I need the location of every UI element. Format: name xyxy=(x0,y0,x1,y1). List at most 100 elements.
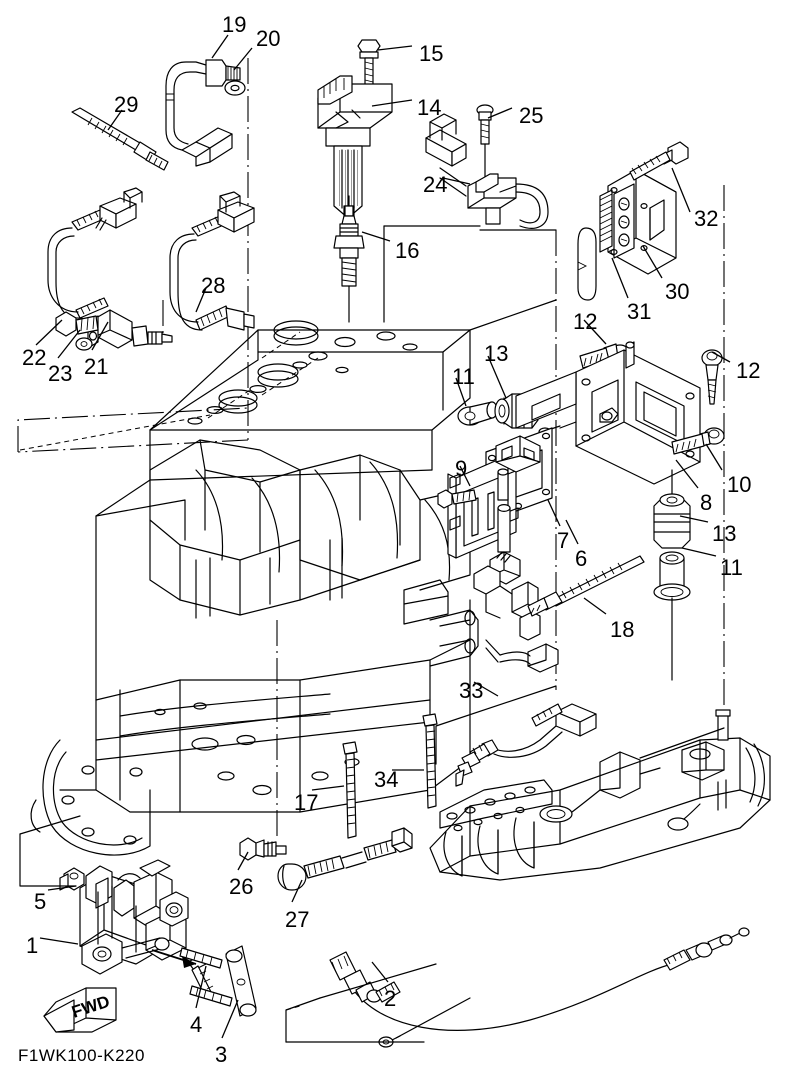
leader-21 xyxy=(91,321,109,351)
part-29-band-screw xyxy=(71,107,169,171)
leader-12a xyxy=(583,319,607,345)
callout-3-bracket-stay: 3 xyxy=(215,1042,228,1067)
leader-32 xyxy=(671,167,691,213)
callout-1-throttle-body-assembly: 1 xyxy=(26,933,39,958)
part-14-ignition-coil xyxy=(317,75,393,235)
callout-20-washer: 20 xyxy=(256,26,281,51)
exhaust-manifold xyxy=(429,709,771,881)
leader-2 xyxy=(371,961,389,983)
callout-33-oxygen-sensor: 33 xyxy=(459,678,484,703)
part-28-crank-position-sensor xyxy=(169,191,255,331)
engine-block-assembly xyxy=(30,320,479,856)
callout-13-damper-mount: 13 xyxy=(712,521,737,546)
leader-11b xyxy=(681,547,717,557)
leader-3 xyxy=(221,999,239,1039)
callout-5-bolt: 5 xyxy=(34,889,47,914)
callout-29-band-screw: 29 xyxy=(114,92,139,117)
part-11-grommet-a xyxy=(457,401,498,426)
part-25-bolt xyxy=(476,104,494,197)
part-19-thermo-sensor xyxy=(165,59,241,167)
callout-13-damper-mount: 13 xyxy=(484,341,509,366)
leader-31 xyxy=(611,257,629,299)
leader-20 xyxy=(233,47,253,71)
part-11-grommet-b xyxy=(653,551,691,681)
leader-18 xyxy=(583,597,607,615)
callout-6-ecu-control-unit: 6 xyxy=(575,546,588,571)
leader-4 xyxy=(195,965,207,1009)
leader-25 xyxy=(487,107,513,119)
callout-17-cable-tie-band: 17 xyxy=(294,790,319,815)
leader-13a xyxy=(487,355,507,399)
callout-8-bracket: 8 xyxy=(700,490,713,515)
callout-19-thermo-sensor: 19 xyxy=(222,12,247,37)
callout-23-washer: 23 xyxy=(48,361,73,386)
callout-14-ignition-coil: 14 xyxy=(417,95,442,120)
leader-11a xyxy=(455,377,467,407)
leader-28 xyxy=(195,287,207,313)
part-22-bolt xyxy=(55,311,99,337)
callout-31-gasket-seal: 31 xyxy=(627,299,652,324)
leader-24 xyxy=(442,177,471,185)
leader-26 xyxy=(237,851,249,871)
leader-8 xyxy=(675,459,699,489)
part-24-cam-position-sensor xyxy=(425,113,549,229)
part-9-bolt xyxy=(437,489,477,509)
part-20-washer xyxy=(224,80,246,96)
callout-2-throttle-cable: 2 xyxy=(384,986,397,1011)
part-8-bracket xyxy=(515,341,701,485)
callout-32-bolt: 32 xyxy=(694,206,719,231)
callout-12-bolt: 12 xyxy=(573,309,598,334)
part-2-throttle-cable xyxy=(285,927,750,1048)
callout-28-crank-position-sensor: 28 xyxy=(201,273,226,298)
fwd-orientation-marker: FWD xyxy=(43,987,117,1033)
part-3-bracket-stay xyxy=(179,945,257,1017)
part-18-band-clamp xyxy=(527,555,645,617)
part-17-cable-tie xyxy=(342,741,358,839)
leader-22 xyxy=(35,319,63,346)
callout-12-bolt: 12 xyxy=(736,358,761,383)
leader-16 xyxy=(361,231,391,242)
leader-lines xyxy=(35,34,731,1039)
leader-10 xyxy=(705,443,723,471)
part-15-bolt xyxy=(357,39,381,125)
callout-22-bolt: 22 xyxy=(22,345,47,370)
leader-23 xyxy=(57,329,81,359)
leader-30 xyxy=(642,245,663,279)
callout-10-bolt: 10 xyxy=(727,472,752,497)
leader-9 xyxy=(459,465,471,487)
part-12-bolt-b xyxy=(701,349,723,405)
callout-7-gasket: 7 xyxy=(557,528,570,553)
leader-12b xyxy=(711,351,731,363)
part-34-cable-tie xyxy=(422,713,438,809)
callout-11-grommet-collar: 11 xyxy=(452,364,475,389)
callout-26-fitting-joint: 26 xyxy=(229,874,254,899)
reference-frames xyxy=(19,225,725,887)
leader-6 xyxy=(565,519,579,545)
leader-17 xyxy=(311,785,345,791)
leader-15 xyxy=(377,45,413,51)
part-1-throttle-body-assembly xyxy=(79,859,189,975)
part-26-fitting-joint xyxy=(239,837,287,861)
callout-4-bolt: 4 xyxy=(190,1012,203,1037)
part-31-gasket-seal xyxy=(577,227,597,301)
leader-19 xyxy=(211,34,229,59)
callout-11-grommet-collar: 11 xyxy=(720,555,743,580)
leader-1 xyxy=(39,937,79,945)
leader-14 xyxy=(371,99,413,107)
callout-25-bolt: 25 xyxy=(519,103,544,128)
callout-9-bolt: 9 xyxy=(455,456,468,481)
part-16-spark-plug xyxy=(333,195,365,323)
callout-21-pickup-sensor: 21 xyxy=(84,354,109,379)
leader-29 xyxy=(107,109,123,131)
part-33-oxygen-sensor xyxy=(455,703,597,787)
part-32-bolt xyxy=(629,141,689,181)
callout-15-bolt: 15 xyxy=(419,41,444,66)
callout-34-cable-tie-band: 34 xyxy=(374,767,399,792)
callout-30-rectifier-regulator: 30 xyxy=(665,279,690,304)
part-30-rectifier-regulator xyxy=(599,169,677,275)
figure-code: F1WK100-K220 xyxy=(18,1046,145,1065)
part-13-damper-b xyxy=(653,469,691,549)
leader-27 xyxy=(291,879,303,903)
callout-18-band-clamp: 18 xyxy=(610,617,635,642)
callout-16-spark-plug: 16 xyxy=(395,238,420,263)
